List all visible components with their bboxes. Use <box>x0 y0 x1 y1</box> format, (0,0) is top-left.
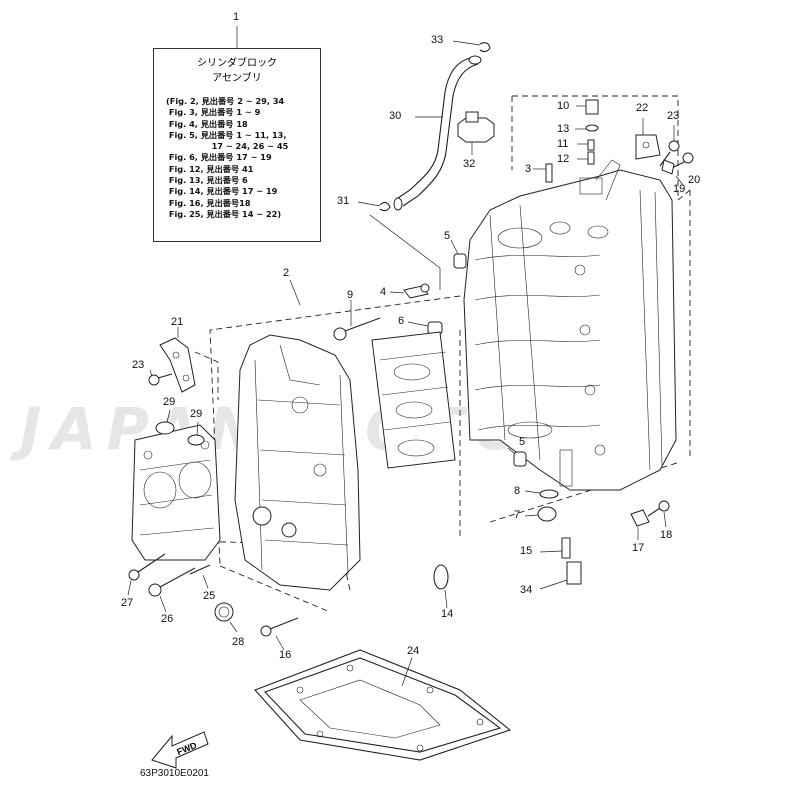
part-4-fitting <box>389 283 430 299</box>
part-26-bolt <box>148 567 196 613</box>
callout-20: 20 <box>688 174 701 186</box>
part-5-dowel-lower <box>507 447 527 467</box>
callout-11: 11 <box>557 138 569 150</box>
legend-ref: (Fig. 2, 見出番号 2 ~ 29, 34 <box>166 96 285 106</box>
legend-ref: 17 ~ 24, 26 ~ 45 <box>166 141 289 152</box>
part-25-bolt <box>189 564 211 589</box>
part-7-plug <box>524 506 557 522</box>
callout-24: 24 <box>407 645 420 657</box>
part-9-bolt <box>333 300 381 341</box>
callout-4: 4 <box>380 286 387 298</box>
legend-title-line2: アセンブリ <box>212 73 262 84</box>
callout-7: 7 <box>514 509 521 521</box>
callout-12: 12 <box>557 153 570 165</box>
callout-23-left: 23 <box>132 359 145 371</box>
callout-1: 1 <box>233 11 240 23</box>
callout-3: 3 <box>525 163 532 175</box>
part-14-o-ring <box>433 330 461 609</box>
callout-27: 27 <box>121 597 134 609</box>
callout-30: 30 <box>389 110 402 122</box>
callout-18: 18 <box>660 529 673 541</box>
legend-ref: Fig. 25, 見出番号 14 ~ 22) <box>166 208 282 219</box>
part-3-dowel <box>533 163 553 183</box>
callout-28: 28 <box>232 636 245 648</box>
callout-19: 19 <box>673 183 686 195</box>
part-23-bolt-left <box>148 369 173 386</box>
part-2-crankcase <box>234 279 361 591</box>
legend-ref: Fig. 14, 見出番号 17 ~ 19 <box>166 186 278 197</box>
callout-10: 10 <box>557 100 570 112</box>
part-34-sensor <box>539 561 582 590</box>
callout-8: 8 <box>514 485 521 497</box>
callout-15: 15 <box>520 545 533 557</box>
part-17-clip <box>630 509 650 540</box>
callout-23-right: 23 <box>667 110 680 122</box>
part-31-clip <box>357 201 441 290</box>
legend-ref: Fig. 4, 見出番号 18 <box>166 118 248 129</box>
legend-ref: Fig. 6, 見出番号 17 ~ 19 <box>166 152 272 163</box>
callout-2: 2 <box>283 267 290 279</box>
callout-25: 25 <box>203 590 216 602</box>
part-8-ring <box>524 489 559 499</box>
drawing-code: 63P3010E0201 <box>140 768 209 779</box>
part-27-bolt <box>127 553 166 596</box>
part-22-bracket <box>635 118 661 160</box>
callout-32: 32 <box>463 158 476 170</box>
part-18-bolt <box>647 500 670 528</box>
callout-29-right: 29 <box>190 408 203 420</box>
callout-29-left: 29 <box>163 396 176 408</box>
part-19-clip <box>661 159 684 186</box>
assembly-legend-box: シリンダブロック アセンブリ (Fig. 2, 見出番号 2 ~ 29, 34 … <box>153 48 321 242</box>
part-5-dowel-upper <box>450 239 467 269</box>
legend-ref: Fig. 13, 見出番号 6 <box>166 175 248 186</box>
callout-17: 17 <box>632 542 645 554</box>
part-33-clip <box>452 40 491 53</box>
part-16-bolt <box>260 617 299 651</box>
callout-33: 33 <box>431 34 444 46</box>
part-29-cap-left <box>155 409 175 435</box>
part-24-gasket <box>254 649 512 761</box>
legend-reference-list: (Fig. 2, 見出番号 2 ~ 29, 34 Fig. 3, 見出番号 1 … <box>166 96 320 220</box>
callout-14: 14 <box>441 608 454 620</box>
part-20-bolt <box>671 152 694 169</box>
legend-ref: Fig. 16, 見出番号18 <box>166 197 251 208</box>
part-23-bolt-right <box>659 125 680 167</box>
bearing-cap-assembly <box>131 424 221 561</box>
callout-5-upper: 5 <box>444 230 451 242</box>
legend-ref: Fig. 3, 見出番号 1 ~ 9 <box>166 107 261 118</box>
part-29-cap-right <box>187 421 205 446</box>
part-15-bolt <box>539 537 571 559</box>
callout-6: 6 <box>398 315 405 327</box>
part-21-bracket <box>159 327 219 400</box>
callout-21: 21 <box>171 316 184 328</box>
part-1-cylinder-block <box>463 159 677 491</box>
callout-13: 13 <box>557 123 570 135</box>
part-10-13-plug-stack <box>575 99 599 165</box>
legend-ref: Fig. 5, 見出番号 1 ~ 11, 13, <box>166 129 287 140</box>
callout-34: 34 <box>520 584 533 596</box>
fwd-direction-arrow: FWD <box>151 731 209 769</box>
part-30-breather-hose <box>393 55 482 211</box>
part-32-holder <box>457 111 495 155</box>
part-28-plug <box>214 602 238 633</box>
callout-22: 22 <box>636 102 649 114</box>
legend-title-line1: シリンダブロック <box>197 58 277 69</box>
callout-26: 26 <box>161 613 174 625</box>
callout-31: 31 <box>337 195 350 207</box>
spacer-plate <box>371 331 456 469</box>
callout-9: 9 <box>347 289 354 301</box>
legend-ref: Fig. 12, 見出番号 41 <box>166 163 254 174</box>
callout-5-lower: 5 <box>519 436 526 448</box>
callout-16: 16 <box>279 649 292 661</box>
